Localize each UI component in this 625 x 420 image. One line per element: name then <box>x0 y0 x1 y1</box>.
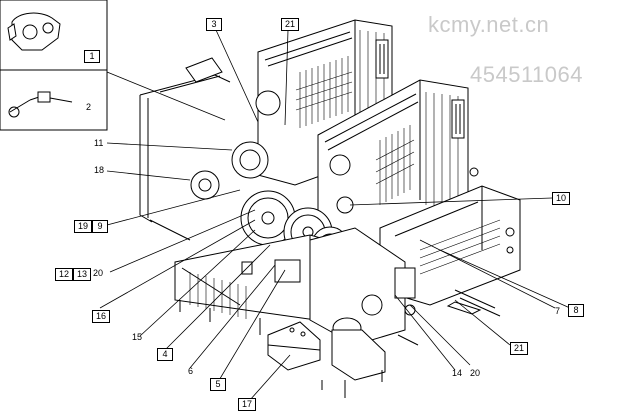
callout-5: 5 <box>210 378 226 391</box>
callout-7: 7 <box>555 306 561 316</box>
watermark-number: 454511064 <box>470 62 583 87</box>
callout-18: 18 <box>94 165 105 175</box>
inset-frames <box>0 0 108 131</box>
callout-13: 13 <box>73 268 92 281</box>
pedestal-stand <box>321 317 386 398</box>
callout-1: 1 <box>84 50 100 63</box>
callout-21-top: 21 <box>281 18 300 31</box>
callout-3: 3 <box>206 18 222 31</box>
callout-6: 6 <box>188 366 194 376</box>
motor-housing <box>309 227 482 346</box>
callout-15: 15 <box>132 332 143 342</box>
callout-2: 2 <box>86 102 92 112</box>
callout-9: 9 <box>92 220 108 233</box>
callout-16: 16 <box>92 310 111 323</box>
callout-12: 12 <box>55 268 74 281</box>
feeder-frame <box>139 57 231 241</box>
callout-17: 17 <box>238 398 257 411</box>
callout-19: 19 <box>74 220 93 233</box>
callout-10: 10 <box>552 192 571 205</box>
callout-4: 4 <box>157 348 173 361</box>
watermark-site: kcmy.net.cn <box>428 12 550 37</box>
callout-21-bottom: 21 <box>510 342 529 355</box>
callout-8: 8 <box>568 304 584 317</box>
callout-14: 14 <box>452 368 463 378</box>
callout-20-left: 20 <box>93 268 104 278</box>
tray <box>267 321 321 371</box>
callout-11: 11 <box>94 138 104 148</box>
leader-lines <box>99 29 571 401</box>
callout-20-right: 20 <box>470 368 481 378</box>
